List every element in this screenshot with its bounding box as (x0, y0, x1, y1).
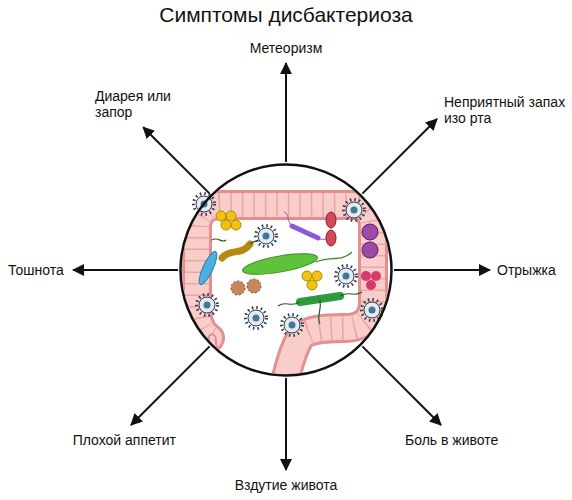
symptom-arrow (131, 346, 210, 425)
symptom-text: Плохой аппетит (70, 432, 176, 448)
symptom-text: Метеоризм (249, 40, 324, 56)
haustra (197, 205, 373, 338)
diagram-title: Симптомы дисбактериоза (0, 3, 572, 27)
symptom-arrow (285, 378, 287, 470)
symptom-label: Плохой аппетит (70, 432, 176, 448)
symptom-label: Неприятный запах изо рта (444, 94, 568, 126)
symptom-text: Тошнота (8, 262, 66, 278)
bacteria (194, 194, 383, 336)
symptom-text: Неприятный запах изо рта (444, 94, 568, 126)
symptom-label: Тошнота (8, 262, 66, 278)
symptom-arrow (73, 269, 178, 271)
symptom-label: Отрыжка (497, 262, 558, 278)
symptom-arrow (285, 63, 287, 162)
circle-outline (179, 163, 393, 377)
symptom-arrow (362, 119, 437, 194)
symptom-label: Диарея или запор (95, 88, 179, 120)
symptom-label: Боль в животе (405, 432, 501, 448)
colon-drawing (197, 205, 373, 386)
symptom-label: Метеоризм (249, 40, 324, 56)
intestine-circle (179, 163, 393, 377)
symptom-arrow (143, 127, 209, 193)
symptom-text: Диарея или запор (95, 88, 179, 120)
symptom-arrow (362, 346, 441, 425)
symptom-text: Вздутие живота (234, 477, 339, 493)
symptom-text: Отрыжка (497, 262, 558, 278)
symptom-label: Вздутие живота (234, 477, 339, 493)
symptom-arrow (394, 269, 490, 271)
symptom-text: Боль в животе (405, 432, 501, 448)
